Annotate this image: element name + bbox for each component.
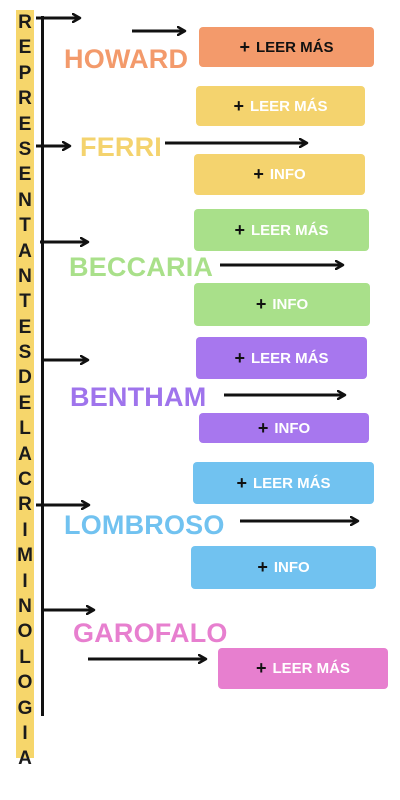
beccaria-info-button[interactable]: + INFO bbox=[194, 283, 370, 326]
timeline-spine bbox=[41, 16, 44, 716]
vertical-title-letter: O bbox=[17, 621, 33, 643]
vertical-title-letter: E bbox=[18, 392, 32, 414]
vertical-title-strip bbox=[16, 10, 34, 758]
plus-icon: + bbox=[239, 36, 250, 57]
vertical-title-letter: R bbox=[18, 494, 32, 516]
vertical-title-letter: E bbox=[18, 164, 32, 186]
button-label: LEER MÁS bbox=[272, 660, 351, 677]
name-lombroso: LOMBROSO bbox=[64, 510, 225, 540]
vertical-title-letter: A bbox=[18, 240, 32, 262]
vertical-title-letter: L bbox=[19, 418, 31, 440]
vertical-title-letter: N bbox=[18, 189, 32, 211]
vertical-title-letter: R bbox=[18, 88, 32, 110]
vertical-title-letter: I bbox=[22, 519, 28, 541]
vertical-title-letter: C bbox=[18, 469, 32, 491]
button-label: INFO bbox=[272, 296, 309, 313]
button-label: INFO bbox=[274, 419, 311, 437]
name-ferri: FERRI bbox=[80, 132, 162, 162]
plus-icon: + bbox=[257, 557, 268, 577]
name-howard: HOWARD bbox=[64, 44, 189, 74]
beccaria-leer-mas-button[interactable]: + LEER MÁS bbox=[194, 209, 369, 251]
vertical-title-letter: M bbox=[17, 545, 33, 567]
vertical-title-letter: N bbox=[18, 595, 32, 617]
vertical-title-letter: G bbox=[17, 697, 33, 719]
vertical-title-letter: E bbox=[18, 316, 32, 338]
ferri-leer-mas-button[interactable]: + LEER MÁS bbox=[196, 86, 365, 126]
plus-icon: + bbox=[253, 164, 264, 184]
vertical-title-letter: O bbox=[17, 672, 33, 694]
plus-icon: + bbox=[234, 219, 245, 240]
vertical-title-letter: A bbox=[18, 443, 32, 465]
plus-icon: + bbox=[236, 472, 247, 493]
vertical-title-letter: D bbox=[18, 367, 32, 389]
vertical-title-letter: R bbox=[18, 12, 32, 33]
plus-icon: + bbox=[255, 658, 267, 678]
button-label: LEER MÁS bbox=[251, 221, 329, 239]
button-label: LEER MÁS bbox=[256, 38, 334, 56]
bentham-info-button[interactable]: + INFO bbox=[199, 413, 369, 443]
bentham-leer-mas-button[interactable]: + LEER MÁS bbox=[196, 337, 367, 379]
button-label: LEER MÁS bbox=[251, 349, 329, 367]
name-beccaria: BECCARIA bbox=[69, 252, 214, 282]
button-label: INFO bbox=[269, 166, 306, 183]
vertical-title-letter: L bbox=[19, 646, 31, 668]
name-garofalo: GAROFALO bbox=[73, 618, 228, 648]
howard-leer-mas-button[interactable]: + LEER MÁS bbox=[199, 27, 374, 67]
garofalo-leer-mas-button[interactable]: + LEER MÁS bbox=[218, 648, 388, 689]
vertical-title-letter: I bbox=[22, 570, 28, 592]
plus-icon: + bbox=[257, 417, 269, 438]
button-label: LEER MÁS bbox=[253, 474, 331, 492]
vertical-title-letter: P bbox=[18, 62, 32, 84]
vertical-title-letter: T bbox=[19, 291, 31, 313]
button-label: INFO bbox=[273, 559, 310, 576]
name-bentham: BENTHAM bbox=[70, 382, 207, 412]
vertical-title-letter: S bbox=[18, 138, 32, 160]
lombroso-info-button[interactable]: + INFO bbox=[191, 546, 376, 589]
ferri-info-button[interactable]: + INFO bbox=[194, 154, 365, 195]
vertical-title-letter: S bbox=[18, 342, 32, 364]
vertical-title-letter: E bbox=[18, 113, 32, 135]
vertical-title-letter: A bbox=[18, 748, 32, 770]
vertical-title-letter: N bbox=[18, 265, 32, 287]
plus-icon: + bbox=[233, 95, 244, 116]
lombroso-leer-mas-button[interactable]: + LEER MÁS bbox=[193, 462, 374, 504]
vertical-title-letter: I bbox=[22, 722, 28, 744]
plus-icon: + bbox=[234, 347, 245, 368]
vertical-title-letter: E bbox=[18, 37, 32, 59]
plus-icon: + bbox=[255, 294, 267, 314]
vertical-title-letter: T bbox=[19, 215, 31, 237]
button-label: LEER MÁS bbox=[250, 97, 328, 115]
